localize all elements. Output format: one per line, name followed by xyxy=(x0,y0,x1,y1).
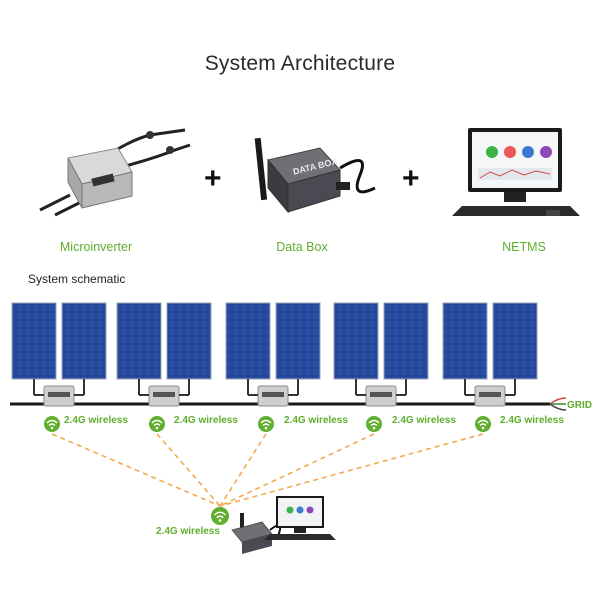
schematic-data-box xyxy=(231,513,282,554)
schematic-label: System schematic xyxy=(28,272,126,286)
wireless-label-hub: 2.4G wireless xyxy=(156,526,220,537)
wireless-label-2: 2.4G wireless xyxy=(174,415,238,426)
netms-label: NETMS xyxy=(502,240,546,254)
wireless-link xyxy=(51,433,221,507)
solar-panel xyxy=(11,302,57,380)
wireless-label-3: 2.4G wireless xyxy=(284,415,348,426)
solar-panel xyxy=(61,302,107,380)
solar-panel xyxy=(492,302,538,380)
grid-label: GRID xyxy=(567,400,592,411)
solar-panel xyxy=(383,302,429,380)
plus-sign-2: + xyxy=(402,162,420,195)
wireless-link xyxy=(156,433,221,507)
wireless-links xyxy=(51,433,484,507)
wireless-label-4: 2.4G wireless xyxy=(392,415,456,426)
schematic-computer xyxy=(264,496,336,540)
solar-panel xyxy=(166,302,212,380)
wireless-label-5: 2.4G wireless xyxy=(500,415,564,426)
solar-panel xyxy=(225,302,271,380)
netms-computer-image xyxy=(452,128,580,216)
microinverter-label: Microinverter xyxy=(59,240,133,254)
solar-panel xyxy=(116,302,162,380)
data-box-label: Data Box xyxy=(276,240,328,254)
data-box-image: DATA BOX xyxy=(254,137,376,214)
wireless-link xyxy=(219,433,375,507)
solar-panel xyxy=(275,302,321,380)
solar-panel xyxy=(333,302,379,380)
wifi-icons xyxy=(44,416,491,525)
solar-panel xyxy=(442,302,488,380)
wireless-label-1: 2.4G wireless xyxy=(64,415,128,426)
solar-panels xyxy=(11,302,538,380)
microinverter-units xyxy=(33,379,516,407)
microinverter-image xyxy=(39,128,191,217)
plus-sign-1: + xyxy=(204,162,222,195)
wireless-link xyxy=(219,433,484,507)
page-title: System Architecture xyxy=(204,52,396,75)
